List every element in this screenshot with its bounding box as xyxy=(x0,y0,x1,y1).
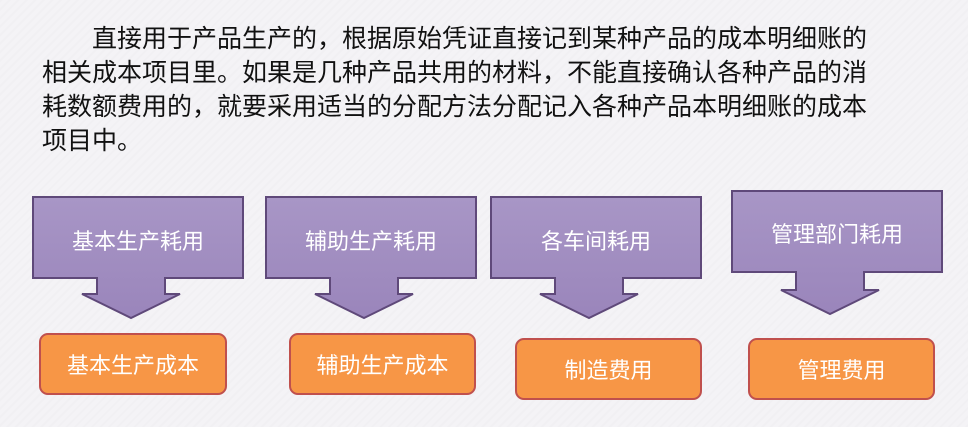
body-paragraph: 直接用于产品生产的，根据原始凭证直接记到某种产品的成本明细账的相关成本项目里。如… xyxy=(42,22,872,158)
paragraph-line-1: 直接用于产品生产的，根据原始凭证直接记到某种产品的成本 xyxy=(92,24,768,53)
source-label-4: 管理部门耗用 xyxy=(770,223,903,248)
source-label-2: 辅助生产耗用 xyxy=(304,230,437,255)
down-arrow-shape-3 xyxy=(490,196,702,320)
down-arrow-shape-1 xyxy=(32,196,244,320)
target-box-4: 管理费用 xyxy=(748,338,935,400)
target-box-2: 辅助生产成本 xyxy=(289,333,476,395)
source-label-3: 各车间耗用 xyxy=(540,230,651,255)
source-label-1: 基本生产耗用 xyxy=(71,230,204,255)
down-arrow-shape-4 xyxy=(731,190,943,316)
paragraph-line-2: 明细账的相关成本项目里。如果是几种产品共用的材料，不能直 xyxy=(42,24,868,87)
target-box-3: 制造费用 xyxy=(515,338,702,400)
down-arrow-shape-2 xyxy=(265,196,477,320)
paragraph-line-3: 接确认各种产品的消耗数额费用的，就要采用适当的分配方法分 xyxy=(42,58,868,121)
paragraph-line-4: 配记入各种产品本明细账的成本项目中。 xyxy=(42,92,868,155)
target-box-1: 基本生产成本 xyxy=(39,333,227,395)
